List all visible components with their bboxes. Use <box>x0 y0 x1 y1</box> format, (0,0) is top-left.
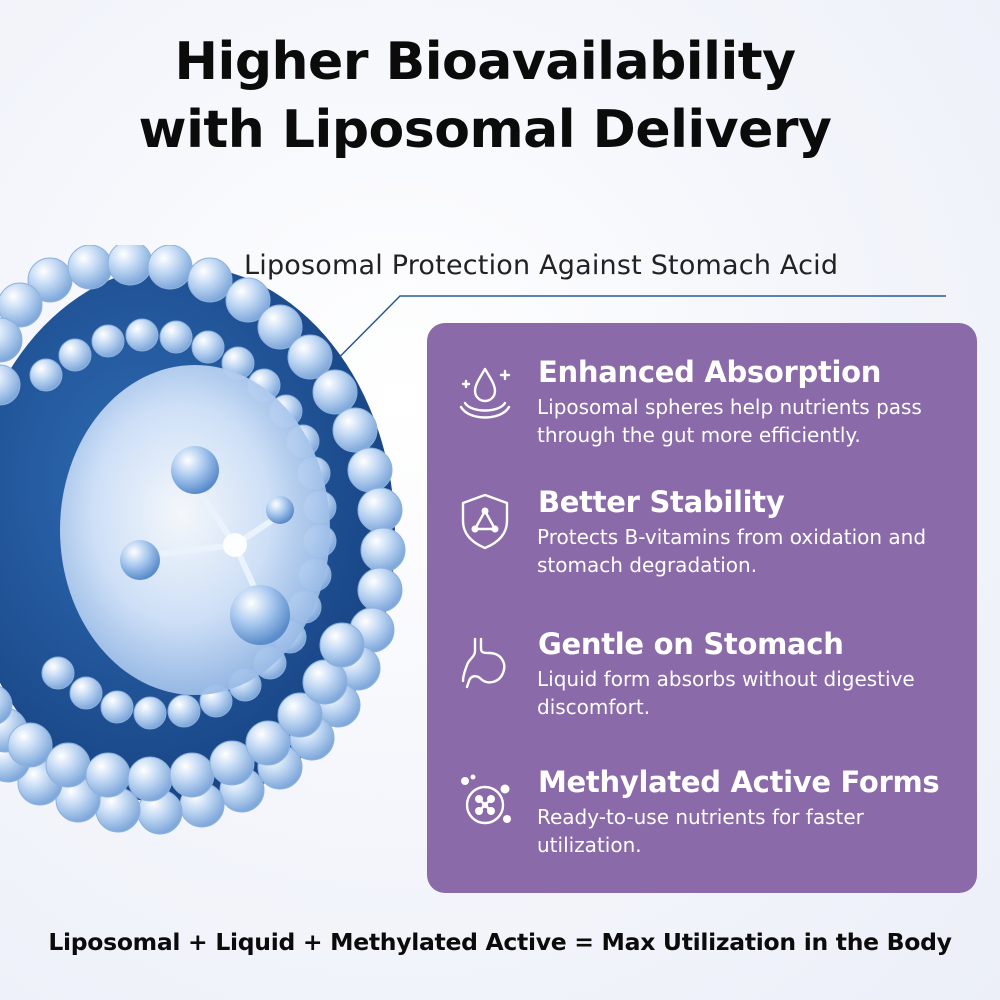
headline-line-1: Higher Bioavailability <box>174 32 796 92</box>
headline: Higher Bioavailability with Liposomal De… <box>0 28 970 164</box>
callout-label: Liposomal Protection Against Stomach Aci… <box>244 250 839 281</box>
shield-molecule-icon <box>461 493 509 550</box>
stomach-icon <box>461 637 506 689</box>
feature-title: Gentle on Stomach <box>538 627 844 661</box>
feature-title: Methylated Active Forms <box>538 765 940 799</box>
feature-title: Enhanced Absorption <box>538 355 882 389</box>
feature-description: Liquid form absorbs without digestive di… <box>537 667 915 719</box>
feature-description: Ready-to-use nutrients for faster utiliz… <box>537 805 864 857</box>
feature-description: Protects B-vitamins from oxidation and s… <box>537 525 927 577</box>
molecule-cluster-icon <box>461 774 511 825</box>
benefits-panel: Enhanced Absorption Liposomal spheres he… <box>427 323 977 893</box>
feature-title: Better Stability <box>538 485 785 519</box>
outer-lipid-layer <box>0 245 406 835</box>
headline-line-2: with Liposomal Delivery <box>138 100 832 160</box>
footer-tagline: Liposomal + Liquid + Methylated Active =… <box>48 928 952 956</box>
feature-description: Liposomal spheres help nutrients pass th… <box>537 395 922 447</box>
liposome-illustration <box>0 245 406 835</box>
molecule-illustration <box>120 446 294 645</box>
droplet-sparkle-icon <box>459 367 511 419</box>
